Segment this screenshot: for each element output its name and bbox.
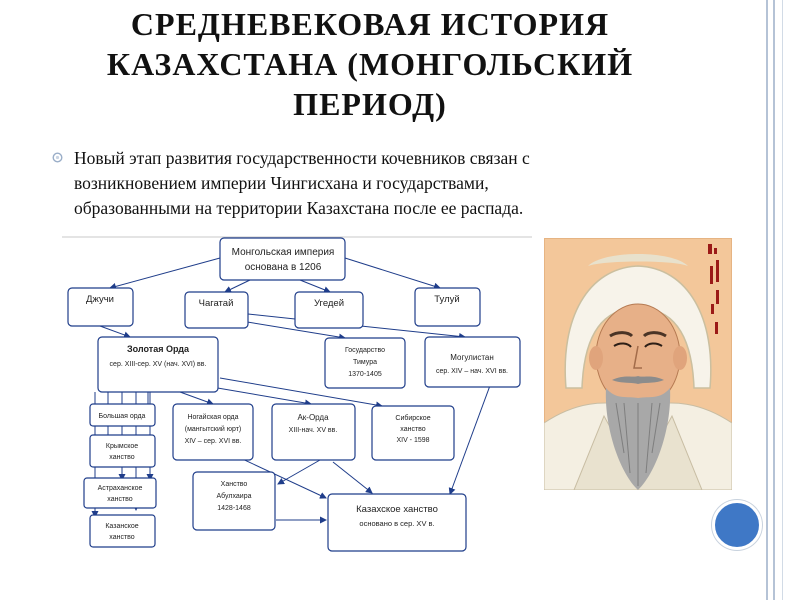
golden-horde-line2: сер. XIII-сер. XV (нач. XVI) вв. <box>110 361 207 368</box>
kazakh-line1: Казахское ханство <box>356 504 438 515</box>
node-box-ugedei <box>294 291 364 329</box>
node-box-timur <box>324 337 406 389</box>
node-box-kazakh <box>327 493 467 552</box>
node-box-siberian <box>371 405 455 461</box>
jochi-label: Джучи <box>86 294 114 305</box>
great-horde-label: Большая орда <box>99 413 146 420</box>
node-box-moghulistan <box>424 336 521 388</box>
paragraph-line-3: образованными на территории Казахстана п… <box>74 198 524 218</box>
node-box-golden-horde <box>97 336 219 393</box>
node-box-astrakhan <box>83 477 157 509</box>
paragraph-line-2: возникновением империи Чингисхана и госу… <box>74 173 489 193</box>
golden-horde-line1: Золотая Орда <box>127 344 190 354</box>
timur-line1: Государство <box>345 347 385 354</box>
nogai-line3: XIV – сер. XVI вв. <box>185 438 242 445</box>
timur-line3: 1370-1405 <box>348 371 382 378</box>
mongol-empire-line1: Монгольская империя <box>232 247 335 258</box>
node-box-chagatai <box>184 291 249 329</box>
nogai-line2: (мангытский юрт) <box>185 425 241 433</box>
chagatai-label: Чагатай <box>199 298 234 309</box>
nogai-line1: Ногайская орда <box>187 413 238 421</box>
node-box-tului <box>414 287 481 327</box>
node-box-mongol-empire <box>219 237 346 281</box>
bullet-paragraph: Новый этап развития государственности ко… <box>74 146 724 221</box>
right-frame-decoration <box>764 0 800 600</box>
siberian-line2: ханство <box>400 426 426 433</box>
crimea-line2: ханство <box>109 454 135 461</box>
tului-label: Тулуй <box>434 294 459 305</box>
moghulistan-line2: сер. XIV – нач. XVI вв. <box>436 368 508 375</box>
abulkhair-line3: 1428-1468 <box>217 505 251 512</box>
mongol-empire-line2: основана в 1206 <box>245 262 322 273</box>
crimea-line1: Крымское <box>106 443 138 450</box>
kazan-line1: Казанское <box>105 523 138 530</box>
moghulistan-line1: Могулистан <box>450 353 494 362</box>
ak-orda-line2: XIII-нач. XV вв. <box>289 427 338 434</box>
node-box-ak-orda <box>271 403 356 461</box>
ugedei-label: Угедей <box>314 298 344 309</box>
circle-bullet-icon <box>52 152 63 163</box>
node-box-abulkhair <box>192 471 276 531</box>
node-box-great-horde <box>89 403 156 427</box>
node-box-nogai <box>172 403 254 461</box>
title-line-1: СРЕДНЕВЕКОВАЯ ИСТОРИЯ <box>130 6 610 42</box>
abulkhair-line2: Абулхаира <box>217 492 252 500</box>
timur-line2: Тимура <box>353 359 377 366</box>
slide-title: СРЕДНЕВЕКОВАЯ ИСТОРИЯ КАЗАХСТАНА (МОНГОЛ… <box>60 4 680 124</box>
paragraph-line-1: Новый этап развития государственности ко… <box>74 148 530 168</box>
node-box-crimea <box>89 434 156 468</box>
astrakhan-line2: ханство <box>107 496 133 503</box>
genghis-khan-portrait <box>544 238 732 490</box>
abulkhair-line1: Ханство <box>221 481 248 488</box>
title-line-3: ПЕРИОД) <box>293 86 447 122</box>
kazakh-line2: основано в сер. XV в. <box>359 519 434 528</box>
dynasty-diagram: Монгольская империя основана в 1206 Джуч… <box>62 236 532 552</box>
title-line-2: КАЗАХСТАНА (МОНГОЛЬСКИЙ <box>106 46 634 82</box>
node-box-kazan <box>89 514 156 548</box>
node-box-jochi <box>67 287 134 327</box>
siberian-line3: XIV - 1598 <box>396 437 429 444</box>
navigation-circle-button[interactable] <box>712 500 762 550</box>
kazan-line2: ханство <box>109 534 135 541</box>
ak-orda-line1: Ак-Орда <box>297 413 329 422</box>
astrakhan-line1: Астраханское <box>98 485 143 492</box>
siberian-line1: Сибирское <box>395 414 430 422</box>
